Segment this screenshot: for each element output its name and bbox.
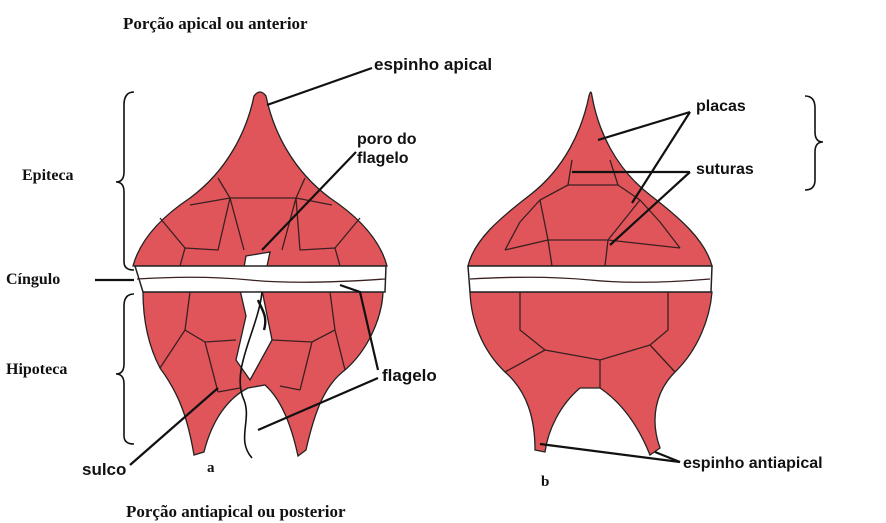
label-porcao-antiapical: Porção antiapical ou posterior bbox=[126, 502, 346, 521]
label-espinho-antiapical: espinho antiapical bbox=[683, 455, 823, 472]
cell-b bbox=[468, 92, 712, 455]
label-porcao-apical: Porção apical ou anterior bbox=[123, 14, 308, 33]
leader-placas-2 bbox=[632, 112, 690, 203]
label-epiteca: Epiteca bbox=[22, 167, 74, 184]
label-cingulo: Cíngulo bbox=[6, 271, 60, 288]
label-poro-line1: poro do bbox=[357, 131, 417, 148]
label-sulco: sulco bbox=[82, 460, 126, 479]
cell-a-epitheca bbox=[133, 92, 387, 266]
label-espinho-apical: espinho apical bbox=[374, 55, 492, 74]
label-hipoteca: Hipoteca bbox=[6, 361, 67, 378]
label-figure-b: b bbox=[541, 474, 549, 490]
label-figure-a: a bbox=[207, 460, 215, 476]
label-poro-line2: flagelo bbox=[357, 150, 409, 167]
label-suturas: suturas bbox=[696, 161, 754, 178]
leader-placas-1 bbox=[598, 112, 690, 140]
brace-hipoteca bbox=[116, 294, 134, 444]
brace-epiteca bbox=[116, 92, 134, 270]
brace-placas-suturas bbox=[805, 96, 823, 190]
cell-b-hypotheca bbox=[470, 292, 712, 455]
label-flagelo: flagelo bbox=[382, 366, 437, 385]
leader-espinho-apical bbox=[267, 68, 372, 105]
cell-b-cingulum bbox=[468, 266, 712, 292]
cell-a bbox=[133, 92, 387, 458]
label-placas: placas bbox=[696, 98, 746, 115]
